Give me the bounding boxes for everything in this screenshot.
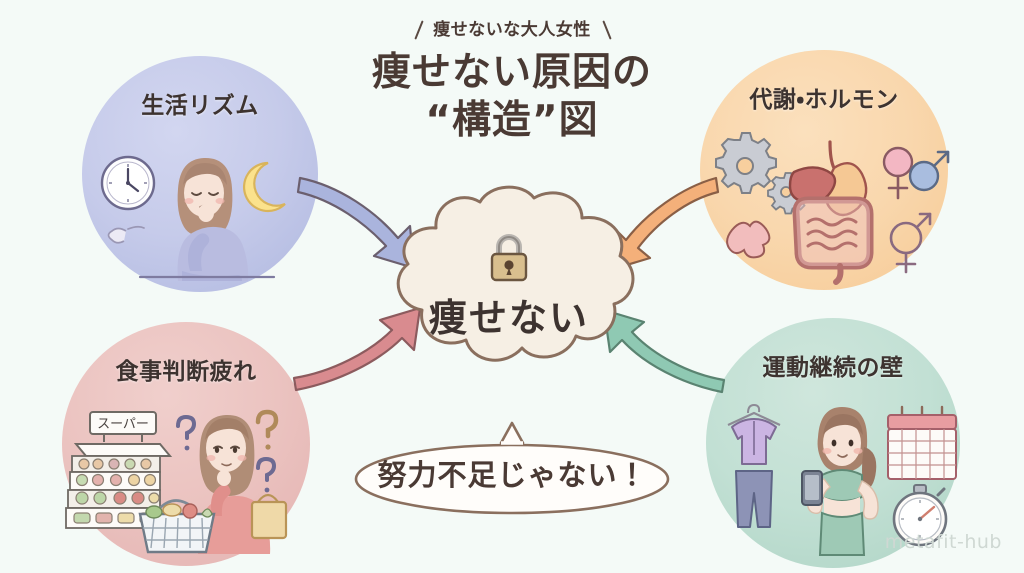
bubble-life-rhythm-art bbox=[82, 120, 318, 292]
bubble-metabolism-hormone-label: 代謝・ホルモン bbox=[749, 87, 899, 113]
speech-bubble[interactable]: 努力不足じゃない！ bbox=[351, 421, 674, 515]
bubble-exercise-wall-art bbox=[706, 382, 960, 568]
wall-clock-icon bbox=[100, 155, 156, 211]
supermarket-sign-text: スーパー bbox=[97, 417, 149, 432]
bubble-metabolism-hormone-art bbox=[700, 114, 950, 290]
bubble-metabolism-hormone[interactable]: 代謝・ホルモン bbox=[700, 50, 950, 290]
supermarket-sign-icon: スーパー bbox=[89, 411, 157, 442]
slash-right-icon bbox=[600, 20, 613, 40]
title-line-2: “構造”図 bbox=[425, 97, 599, 143]
tired-woman-icon bbox=[138, 157, 276, 281]
question-mark-icon bbox=[255, 409, 279, 450]
male-symbol-icon bbox=[908, 150, 950, 192]
woman-with-phone-icon bbox=[801, 407, 879, 556]
sigh-puff-icon bbox=[107, 225, 145, 244]
bubble-meal-decision-fatigue[interactable]: 食事判断疲れ スーパー bbox=[62, 322, 310, 566]
bubble-life-rhythm-label: 生活リズム bbox=[141, 93, 259, 119]
combined-gender-symbol-icon bbox=[889, 212, 932, 274]
speech-bubble-text: 努力不足じゃない！ bbox=[377, 458, 648, 492]
bubble-exercise-wall[interactable]: 運動継続の壁 bbox=[706, 318, 960, 568]
question-mark-icon bbox=[176, 414, 197, 451]
center-cloud-content: 痩せない bbox=[376, 186, 642, 370]
life-rhythm-illustration bbox=[100, 155, 286, 281]
smartphone-icon bbox=[801, 470, 823, 506]
thyroid-icon bbox=[726, 220, 771, 259]
bubble-meal-decision-fatigue-art: スーパー bbox=[62, 386, 310, 566]
title-line-1: 痩せない原因の bbox=[371, 50, 652, 95]
page-title: 痩せない原因の “構造”図 bbox=[322, 49, 702, 144]
lock-icon bbox=[486, 231, 532, 283]
slash-left-icon bbox=[411, 20, 424, 40]
question-mark-icon bbox=[256, 456, 277, 493]
digestive-organs-icon bbox=[788, 140, 874, 285]
bubble-meal-decision-fatigue-label: 食事判断疲れ bbox=[115, 359, 257, 385]
female-symbol-icon bbox=[882, 146, 914, 200]
bubble-life-rhythm[interactable]: 生活リズム bbox=[82, 56, 318, 292]
watermark: metafit-hub bbox=[884, 531, 1002, 553]
shopping-basket-icon bbox=[138, 499, 216, 554]
eyebrow-line: 痩せないな大人女性 bbox=[322, 20, 702, 40]
meal-fatigue-illustration: スーパー bbox=[65, 409, 288, 554]
calendar-icon bbox=[887, 405, 957, 480]
stopwatch-icon bbox=[892, 484, 948, 547]
center-cloud[interactable]: 痩せない bbox=[376, 185, 642, 370]
metabolism-illustration bbox=[715, 132, 950, 285]
workout-outfit-icon bbox=[727, 403, 781, 528]
bubble-exercise-wall-label: 運動継続の壁 bbox=[762, 355, 904, 381]
handbag-icon bbox=[250, 493, 288, 540]
confused-woman-icon bbox=[197, 414, 288, 554]
title-block: 痩せないな大人女性 痩せない原因の “構造”図 bbox=[322, 20, 702, 144]
eyebrow-text: 痩せないな大人女性 bbox=[433, 19, 591, 40]
center-label: 痩せない bbox=[428, 295, 589, 340]
exercise-wall-illustration bbox=[727, 403, 957, 556]
crescent-moon-icon bbox=[243, 161, 286, 213]
